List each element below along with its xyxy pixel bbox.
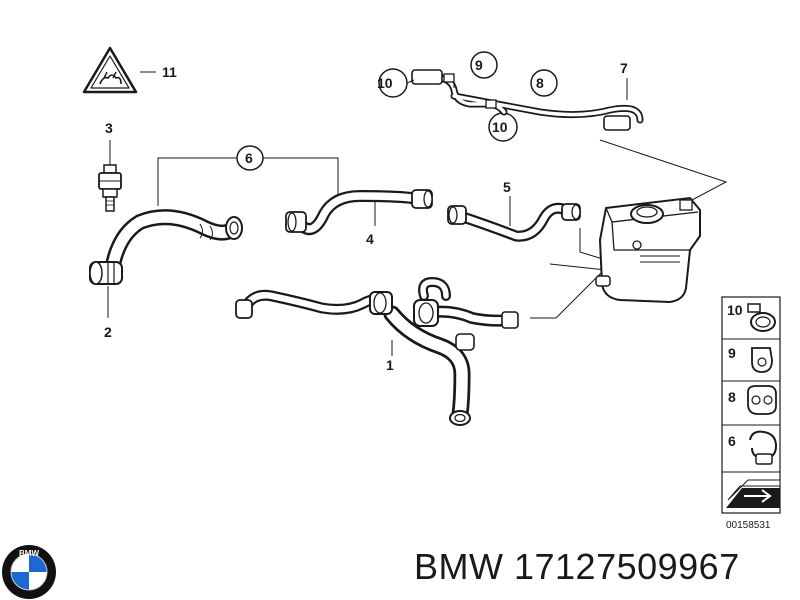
parts-legend: 10 9 8 6 — [721, 296, 781, 514]
coolant-hose-1 — [235, 277, 519, 426]
legend-number-8: 8 — [728, 389, 736, 405]
legend-number-6: 6 — [728, 433, 736, 449]
callout-8: 8 — [536, 75, 544, 91]
callout-11: 11 — [162, 64, 177, 80]
svg-text:BMW: BMW — [19, 549, 39, 558]
leader-line — [530, 263, 607, 319]
callout-3: 3 — [105, 120, 113, 136]
callout-7: 7 — [620, 60, 628, 76]
callout-circle — [470, 51, 498, 79]
callout-6: 6 — [245, 150, 253, 166]
coolant-hose-2 — [89, 209, 243, 285]
coolant-hose-4 — [285, 189, 433, 235]
callout-10a: 10 — [377, 75, 393, 91]
leader-line — [579, 228, 607, 261]
vent-line-7 — [411, 69, 644, 131]
hose-clamp-icon — [747, 303, 776, 332]
spring-clamp-icon — [749, 430, 778, 465]
callout-circle — [530, 69, 558, 97]
callout-2: 2 — [104, 324, 112, 340]
coolant-hose-5 — [447, 202, 581, 242]
leader-line — [406, 79, 415, 84]
callout-5: 5 — [503, 179, 511, 195]
part-number-caption: BMW 17127509967 — [414, 546, 740, 587]
expansion-tank — [595, 196, 701, 304]
arrow-icon — [726, 479, 781, 508]
warning-label-icon — [82, 46, 138, 94]
double-clip-icon — [747, 385, 777, 415]
legend-number-9: 9 — [728, 345, 736, 361]
clip-icon — [751, 347, 773, 373]
callout-1: 1 — [386, 357, 394, 373]
callout-4: 4 — [366, 231, 374, 247]
callout-10b: 10 — [492, 119, 508, 135]
leader-line — [157, 157, 339, 206]
temperature-sensor-icon — [98, 164, 122, 212]
leader-line — [599, 139, 728, 201]
reference-number: 00158531 — [726, 520, 771, 531]
callout-9: 9 — [475, 57, 483, 73]
bmw-logo: BMW — [2, 545, 56, 599]
legend-number-10: 10 — [727, 302, 743, 318]
